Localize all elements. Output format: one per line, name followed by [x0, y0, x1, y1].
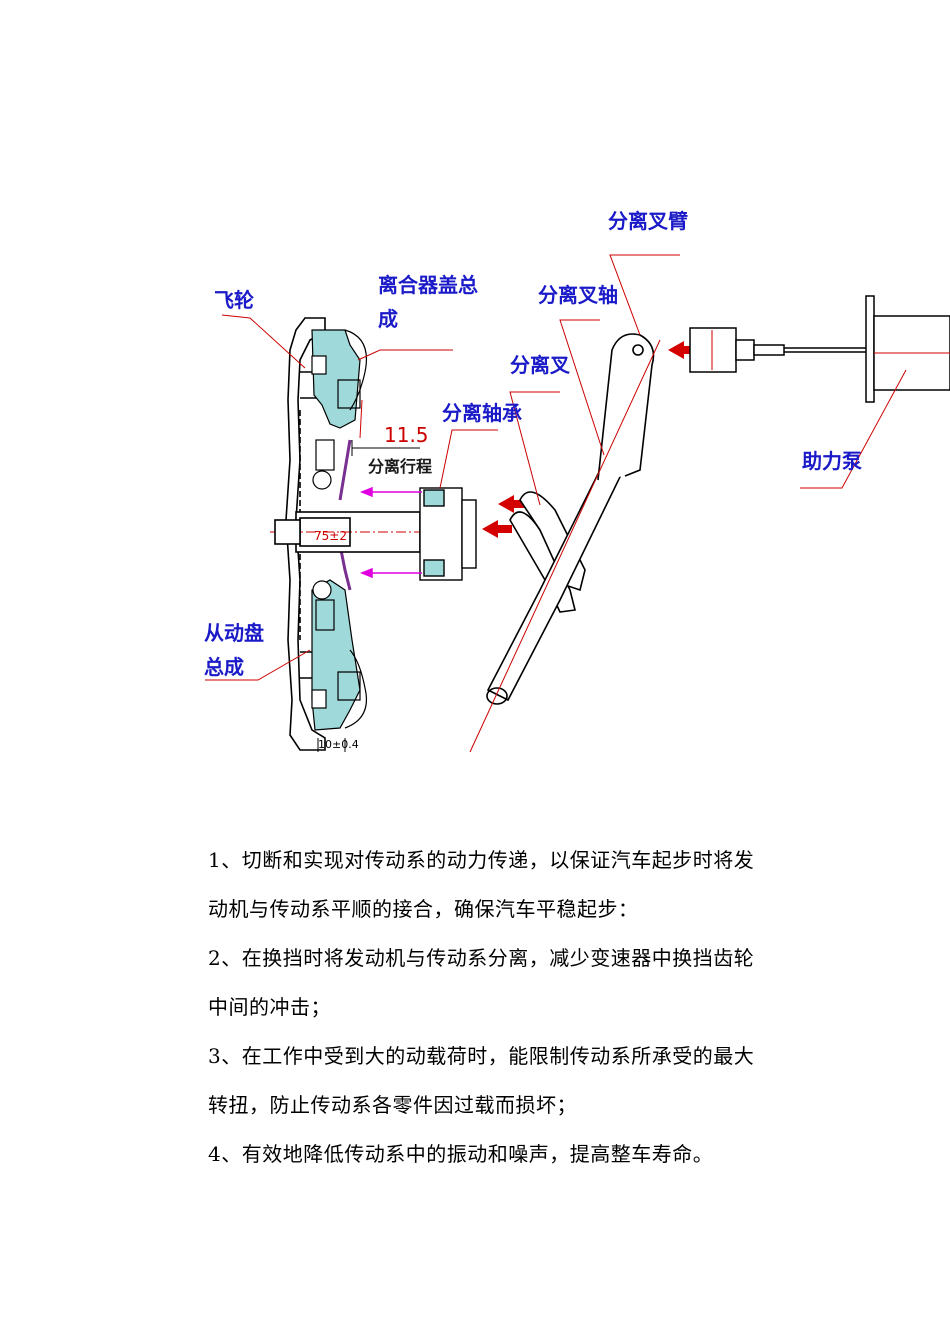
- release-travel-label: 分离行程: [368, 457, 432, 476]
- release-fork-arm-label: 分离叉臂: [608, 209, 688, 233]
- leader-lines: [205, 254, 907, 681]
- booster-pump-label: 助力泵: [802, 449, 862, 473]
- release-fork-shaft-label: 分离叉轴: [538, 283, 618, 307]
- bottom-dimension: 10±0.4: [318, 738, 359, 751]
- release-fork-label: 分离叉: [510, 353, 571, 377]
- list-item: 2、在换挡时将发动机与传动系分离，减少变速器中换挡齿轮: [208, 946, 755, 970]
- travel-value: 11.5: [384, 423, 429, 447]
- driven-disc-label-line2: 总成: [204, 655, 244, 679]
- clutch-cover-parts: [311, 329, 367, 731]
- release-fork-assembly: [469, 333, 661, 753]
- list-item: 4、有效地降低传动系中的振动和噪声，提高整车寿命。: [208, 1142, 714, 1166]
- list-item: 转扭，防止传动系各零件因过载而损坏；: [208, 1093, 577, 1117]
- list-item: 3、在工作中受到大的动载荷时，能限制传动系所承受的最大: [208, 1044, 755, 1068]
- red-arrows: [482, 341, 698, 538]
- flywheel-body: [285, 317, 326, 751]
- dimension-marks: [317, 440, 420, 752]
- flywheel-label: 飞轮: [214, 288, 254, 312]
- travel-arrows: [359, 486, 422, 579]
- clutch-cover-label-line2: 成: [378, 307, 398, 331]
- input-shaft: [270, 511, 440, 553]
- list-item: 1、切断和实现对传动系的动力传递，以保证汽车起步时将发: [208, 848, 755, 872]
- release-bearing-label: 分离轴承: [442, 401, 522, 425]
- clutch-cover-label-line1: 离合器盖总: [378, 273, 478, 297]
- function-list: 1、切断和实现对传动系的动力传递，以保证汽车起步时将发 动机与传动系平顺的接合，…: [208, 836, 808, 1179]
- center-dimension: 75±2: [314, 529, 347, 543]
- clutch-diagram: 飞轮 离合器盖总 成 分离叉臂 分离叉轴 分离叉 分离轴承 11.5 分离行程 …: [204, 209, 950, 753]
- release-bearing: [419, 487, 477, 581]
- driven-disc-label-line1: 从动盘: [204, 621, 264, 645]
- list-item: 中间的冲击；: [208, 995, 331, 1019]
- booster-pump: [689, 295, 950, 403]
- list-item: 动机与传动系平顺的接合，确保汽车平稳起步：: [208, 897, 639, 921]
